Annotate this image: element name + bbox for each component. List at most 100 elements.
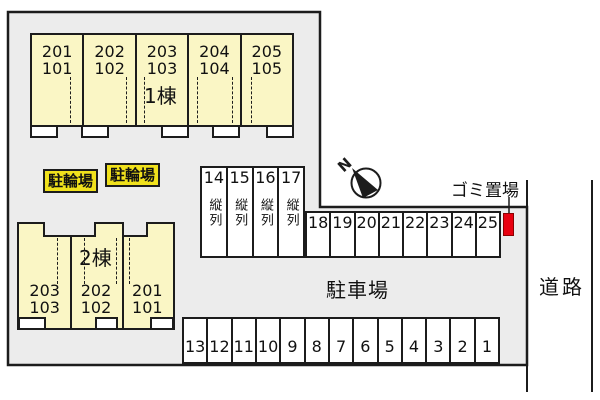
parking-space-2: 2 — [449, 317, 476, 364]
space-number: 25 — [477, 213, 499, 232]
parking-row-tandem: 14 縦列 15 縦列 16 縦列 17 縦列 — [200, 166, 305, 258]
parking-space-19: 19 — [329, 211, 356, 258]
dashed-partition-line — [232, 77, 233, 123]
unit-number-lower: 103 — [29, 298, 60, 317]
unit-number-lower: 101 — [132, 298, 163, 317]
porch — [18, 317, 46, 328]
unit-number-lower: 103 — [146, 59, 178, 78]
parking-space-8: 8 — [303, 317, 330, 364]
unit-number-upper: 202 — [94, 42, 125, 61]
parking-row-south: 13 12 11 10 9 8 7 6 5 4 3 2 1 — [182, 317, 501, 364]
porch — [30, 125, 58, 138]
building-1-units: 201 101 202 102 203 103 204 104 205 105 — [32, 35, 292, 125]
space-number: 23 — [429, 213, 450, 232]
unit-number-upper: 204 — [199, 42, 230, 61]
space-number: 21 — [380, 213, 402, 232]
porch — [161, 125, 189, 138]
unit-number-upper: 203 — [29, 281, 60, 300]
dashed-partition-line — [251, 77, 252, 123]
bicycle-parking-label-left: 駐輪場 — [43, 169, 99, 193]
dashed-partition-line — [57, 238, 58, 284]
space-number: 10 — [257, 337, 279, 356]
unit-number-upper: 203 — [146, 42, 178, 61]
space-number: 24 — [453, 213, 474, 232]
building-1-unit-5: 205 105 — [242, 35, 292, 125]
tandem-label: 縦列 — [283, 198, 299, 228]
space-number: 5 — [384, 337, 395, 356]
building-1-unit-2: 202 102 — [84, 35, 137, 125]
space-number: 14 — [203, 168, 225, 187]
road-label: 道路 — [539, 275, 585, 299]
dashed-partition-line — [70, 77, 71, 123]
tandem-label: 縦列 — [257, 198, 273, 228]
dashed-partition-line — [144, 77, 145, 123]
dashed-partition-line — [197, 77, 198, 123]
space-number: 4 — [408, 337, 420, 356]
parking-row-east: 18 19 20 21 22 23 24 25 — [305, 211, 501, 258]
north-label: N — [334, 154, 355, 176]
unit-number-lower: 101 — [41, 59, 73, 78]
space-number: 19 — [332, 213, 353, 232]
parking-space-11: 11 — [230, 317, 257, 364]
building-2-notch — [122, 222, 148, 237]
partition-line — [70, 236, 72, 330]
parking-space-1: 1 — [473, 317, 501, 364]
dashed-partition-line — [116, 238, 117, 284]
building-2-unit-1: 203 103 — [19, 282, 70, 316]
space-number: 3 — [433, 337, 444, 356]
unit-number-lower: 104 — [199, 59, 230, 78]
parking-space-24: 24 — [450, 211, 477, 258]
porch — [150, 317, 174, 328]
parking-space-14: 14 縦列 — [200, 166, 228, 258]
space-number: 13 — [184, 337, 206, 356]
compass-needle — [352, 168, 378, 198]
building-1-unit-1: 201 101 — [32, 35, 85, 125]
parking-space-17: 17 縦列 — [277, 166, 305, 258]
building-2-unit-3: 201 101 — [122, 282, 173, 316]
parking-space-21: 21 — [377, 211, 404, 258]
building-1-unit-4: 204 104 — [189, 35, 242, 125]
parking-space-9: 9 — [279, 317, 306, 364]
space-number: 18 — [307, 213, 329, 232]
parking-space-6: 6 — [352, 317, 379, 364]
parking-space-10: 10 — [254, 317, 282, 364]
unit-number-upper: 202 — [80, 281, 112, 300]
parking-space-20: 20 — [353, 211, 380, 258]
space-number: 8 — [311, 337, 322, 356]
porch — [266, 125, 294, 138]
garbage-area-label: ゴミ置場 — [451, 181, 519, 201]
space-number: 11 — [233, 337, 254, 356]
dashed-partition-line — [129, 238, 130, 284]
building-2-label: 2棟 — [79, 246, 112, 270]
parking-space-15: 15 縦列 — [225, 166, 254, 258]
space-number: 9 — [287, 337, 298, 356]
unit-number-lower: 102 — [80, 298, 112, 317]
tandem-label: 縦列 — [206, 198, 222, 228]
unit-number-lower: 102 — [94, 59, 125, 78]
space-number: 6 — [360, 337, 371, 356]
parking-space-12: 12 — [206, 317, 233, 364]
unit-number-upper: 201 — [41, 42, 73, 61]
parking-space-3: 3 — [425, 317, 452, 364]
space-number: 12 — [209, 337, 230, 356]
porch — [95, 317, 118, 328]
space-number: 1 — [481, 337, 492, 356]
dashed-partition-line — [84, 238, 85, 284]
space-number: 15 — [229, 168, 250, 187]
parking-lot-label: 駐車場 — [326, 278, 389, 302]
space-number: 16 — [255, 168, 276, 187]
space-number: 22 — [404, 213, 426, 232]
space-number: 20 — [356, 213, 377, 232]
garbage-marker — [503, 213, 514, 236]
parking-space-23: 23 — [426, 211, 453, 258]
tandem-label: 縦列 — [232, 198, 248, 228]
partition-line — [122, 237, 124, 330]
space-number: 2 — [457, 337, 468, 356]
building-2-notch — [43, 222, 96, 237]
building-2-units: 203 103 202 102 201 101 — [19, 282, 173, 316]
unit-number-lower: 105 — [251, 59, 283, 78]
building-2-unit-2: 202 102 — [70, 282, 121, 316]
dashed-partition-line — [126, 77, 127, 123]
porch — [81, 125, 109, 138]
unit-number-upper: 205 — [251, 42, 283, 61]
